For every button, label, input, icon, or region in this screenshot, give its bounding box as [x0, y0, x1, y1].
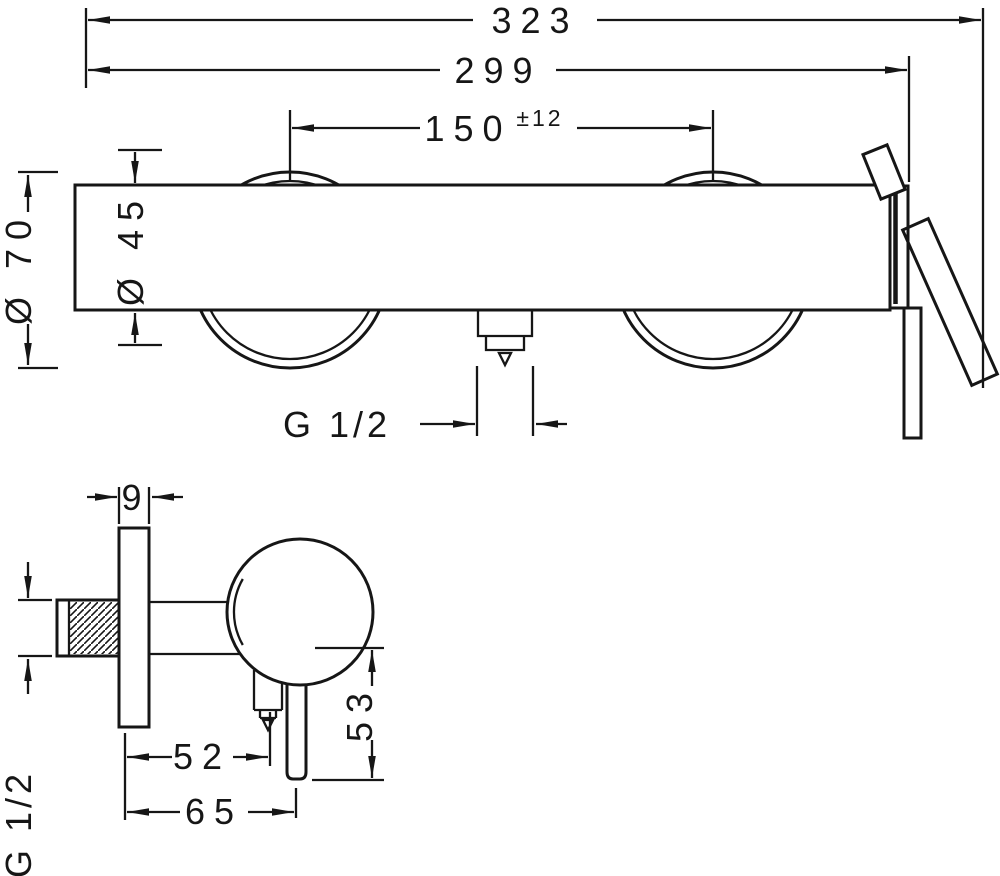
dim-total-depth-label: 65: [185, 791, 243, 832]
dim-thread-label: G 1/2: [283, 404, 391, 445]
dim-body-dia-label: Ø 45: [110, 192, 151, 306]
cartridge-cap: [888, 184, 910, 310]
valve-body-circle: [225, 537, 375, 687]
dimension-supply-thread: G 1/2: [0, 562, 52, 876]
bottom-outlet-connector: [476, 310, 534, 368]
dimension-body-width: 299: [88, 50, 911, 182]
handle-rod-front: [902, 306, 923, 440]
faucet-body: [73, 183, 892, 312]
dimension-hose-centers: 150 ±12: [288, 105, 715, 182]
lever-rod-side: [285, 684, 308, 781]
dimension-outlet-thread: G 1/2: [283, 366, 567, 445]
dim-supply-thread-label: G 1/2: [0, 770, 39, 876]
dimension-plate-thickness: 9: [87, 477, 183, 524]
flow-arrow-icon: [497, 351, 513, 368]
dim-body-width-label: 299: [454, 50, 541, 91]
dimension-total-depth: 65: [127, 788, 298, 832]
dimension-body-diameter: Ø 45: [110, 148, 162, 347]
dim-outlet-depth-label: 52: [173, 736, 231, 777]
flow-arrow-icon: [261, 718, 275, 733]
lever-grip: [900, 216, 1000, 388]
dim-hose-centers-label: 150: [424, 108, 511, 149]
dim-overall-width-label: 323: [491, 0, 578, 41]
dimension-outlet-depth: 52: [123, 712, 272, 820]
side-view: 9 G 1/2 52 65: [0, 477, 384, 876]
dim-escutcheon-dia-label: Ø 70: [0, 211, 39, 325]
dimension-escutcheon-diameter: Ø 70: [0, 170, 58, 370]
front-view: 323 299 150 ±12 Ø 70: [0, 0, 1000, 445]
dim-lever-drop-label: 53: [339, 684, 380, 742]
dim-tolerance-label: ±12: [516, 105, 563, 131]
lever-pivot: [861, 142, 907, 202]
threaded-nipple: [55, 598, 121, 658]
dimension-lever-drop: 53: [312, 646, 384, 782]
dimension-overall-width: 323: [84, 0, 985, 388]
wall-plate: [117, 526, 151, 729]
dim-plate-thickness-label: 9: [121, 477, 150, 518]
